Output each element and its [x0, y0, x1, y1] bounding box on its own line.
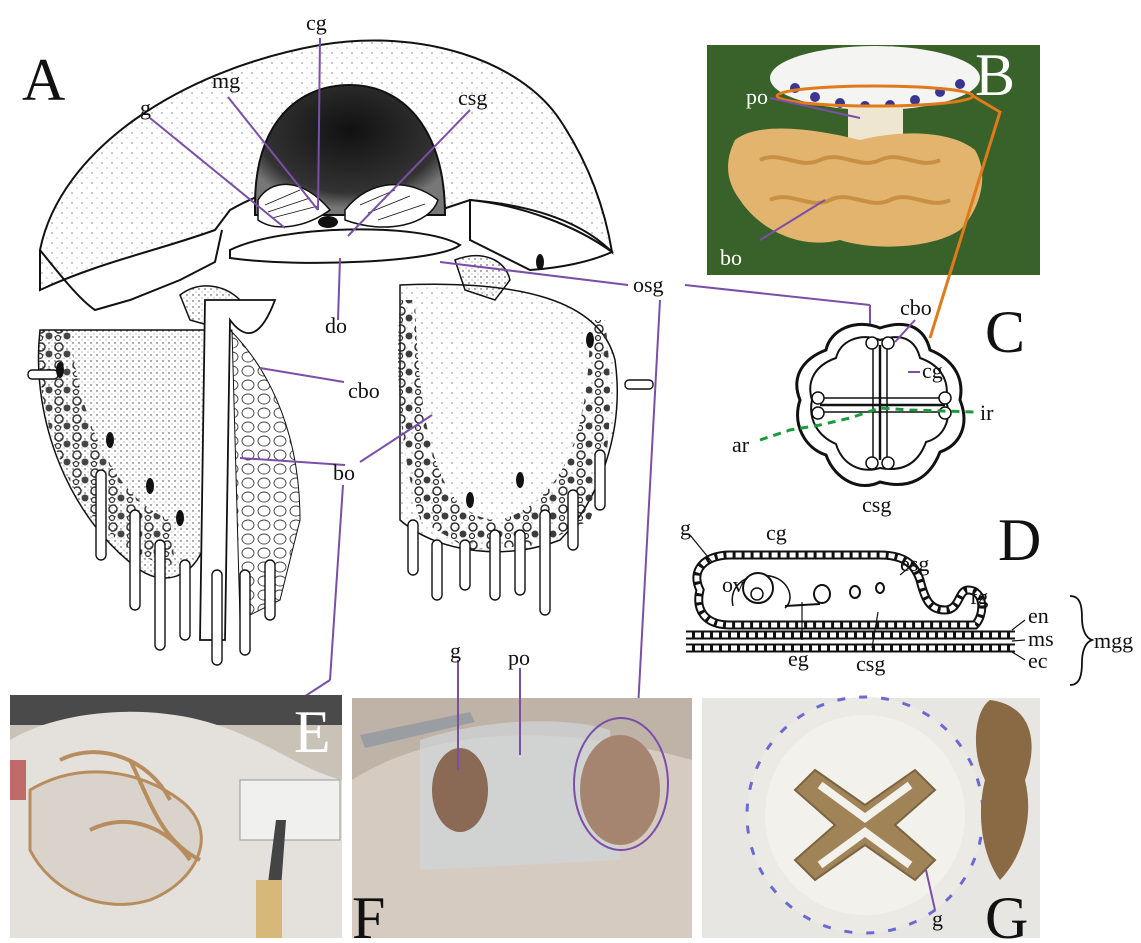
label-d-ec: ec: [1028, 648, 1048, 673]
label-c-ar: ar: [732, 432, 750, 457]
label-d-eg: eg: [788, 646, 809, 671]
label-d-fg: fg: [970, 584, 988, 609]
label-d-g: g: [680, 515, 691, 540]
label-a-cbo: cbo: [348, 378, 380, 403]
panel-f-photo: [352, 660, 692, 938]
label-c-cbo: cbo: [900, 295, 932, 320]
panel-label-c: C: [985, 299, 1025, 365]
label-a-do: do: [325, 313, 347, 338]
panel-label-b: B: [975, 42, 1015, 108]
label-d-en: en: [1028, 603, 1049, 628]
label-b-bo: bo: [720, 245, 742, 270]
label-osg: osg: [633, 272, 664, 297]
panel-label-g: G: [985, 885, 1028, 943]
panel-label-e: E: [294, 699, 331, 765]
label-c-ir: ir: [980, 400, 994, 425]
label-c-cg: cg: [922, 358, 943, 383]
label-a-csg: csg: [458, 85, 487, 110]
label-a-bo: bo: [333, 460, 355, 485]
label-f-g: g: [450, 638, 461, 663]
label-d-csg: csg: [856, 651, 885, 676]
panel-e-photo: [10, 695, 342, 938]
panel-label-a: A: [22, 47, 65, 113]
label-a-mg: mg: [212, 68, 240, 93]
panel-label-d: D: [998, 507, 1041, 573]
label-g-g: g: [932, 906, 943, 931]
panel-a-drawing: [28, 40, 653, 665]
panel-c-diagram: [760, 320, 975, 486]
label-b-po: po: [746, 84, 768, 109]
label-d-ov: ov: [722, 572, 744, 597]
label-a-g: g: [140, 95, 151, 120]
label-a-cg: cg: [306, 10, 327, 35]
label-f-po: po: [508, 645, 530, 670]
label-d-cg: cg: [766, 520, 787, 545]
label-d-esg: esg: [900, 551, 929, 576]
label-c-csg: csg: [862, 492, 891, 517]
label-d-mgg: mgg: [1094, 628, 1133, 653]
panel-label-f: F: [352, 885, 385, 943]
